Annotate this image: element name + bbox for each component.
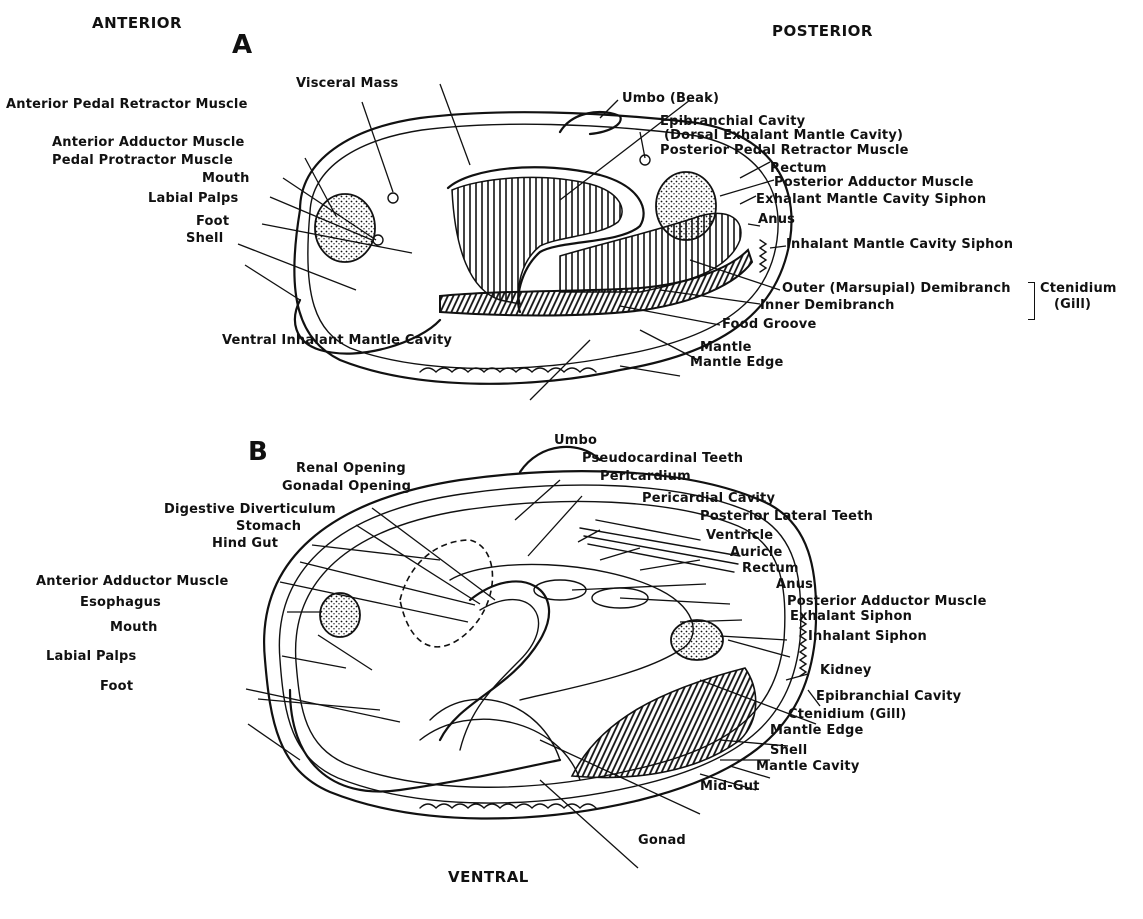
label-exhalant-siphon-a: Exhalant Mantle Cavity Siphon (756, 193, 986, 207)
label-anus-a: Anus (758, 213, 795, 227)
label-labial-palps-b: Labial Palps (46, 650, 136, 664)
siphon-fringe-a (760, 240, 766, 272)
label-mid-gut: Mid-Gut (700, 780, 760, 794)
label-epibranchial-cavity-b: Epibranchial Cavity (816, 690, 961, 704)
orientation-ventral: VENTRAL (448, 870, 529, 884)
label-inner-demibranch: Inner Demibranch (760, 299, 895, 313)
label-mantle-a: Mantle (700, 341, 752, 355)
label-mouth-a: Mouth (202, 172, 250, 186)
label-shell-b: Shell (770, 744, 807, 758)
label-gill-a: (Gill) (1054, 298, 1091, 312)
label-mantle-cavity: Mantle Cavity (756, 760, 860, 774)
label-pericardial-cavity: Pericardial Cavity (642, 492, 775, 506)
label-ctenidium-b: Ctenidium (Gill) (788, 708, 907, 722)
label-exhalant-siphon-b: Exhalant Siphon (790, 610, 912, 624)
label-rectum-b: Rectum (742, 562, 799, 576)
label-gonadal-opening: Gonadal Opening (282, 480, 411, 494)
label-visceral-mass: Visceral Mass (296, 77, 399, 91)
panel-a-letter: A (232, 38, 252, 52)
label-stomach: Stomach (236, 520, 301, 534)
label-epibranchial-cavity-a: Epibranchial Cavity (660, 115, 805, 129)
label-umbo-b: Umbo (554, 434, 597, 448)
label-anus-b: Anus (776, 578, 813, 592)
label-renal-opening: Renal Opening (296, 462, 406, 476)
label-kidney: Kidney (820, 664, 872, 678)
label-ctenidium-a: Ctenidium (1040, 282, 1117, 296)
label-hind-gut: Hind Gut (212, 537, 278, 551)
posterior-adductor-b (671, 620, 723, 660)
label-auricle: Auricle (730, 546, 783, 560)
label-anterior-adductor-a: Anterior Adductor Muscle (52, 136, 245, 150)
siphon-fringe-b (800, 620, 806, 676)
label-posterior-adductor-b: Posterior Adductor Muscle (787, 595, 987, 609)
label-posterior-pedal-retractor: Posterior Pedal Retractor Muscle (660, 144, 909, 158)
label-foot-b: Foot (100, 680, 133, 694)
anterior-adductor-b (320, 593, 360, 637)
mantle-edge-a (420, 368, 596, 372)
label-mouth-b: Mouth (110, 621, 158, 635)
label-foot-a: Foot (196, 215, 229, 229)
visceral-outline-b (450, 564, 693, 700)
label-anterior-adductor-b: Anterior Adductor Muscle (36, 575, 229, 589)
ctenidium-bracket (1028, 282, 1035, 320)
label-inhalant-siphon-a: Inhalant Mantle Cavity Siphon (786, 238, 1013, 252)
gut-loop-b1 (440, 581, 549, 740)
ctenidium-b (572, 668, 756, 778)
label-pericardium: Pericardium (600, 470, 691, 484)
label-ventral-inhalant: Ventral Inhalant Mantle Cavity (222, 334, 452, 348)
label-food-groove: Food Groove (722, 318, 816, 332)
label-pseudocardinal-teeth: Pseudocardinal Teeth (582, 452, 743, 466)
label-digestive-diverticulum: Digestive Diverticulum (164, 503, 336, 517)
label-mantle-edge-b: Mantle Edge (770, 724, 864, 738)
orientation-anterior: ANTERIOR (92, 16, 182, 30)
panel-b-letter: B (248, 445, 268, 459)
label-ventricle: Ventricle (706, 529, 773, 543)
label-labial-palps-a: Labial Palps (148, 192, 238, 206)
label-posterior-lateral-teeth: Posterior Lateral Teeth (700, 510, 873, 524)
label-shell-a: Shell (186, 232, 223, 246)
pedal-retractor-a (388, 193, 398, 203)
label-anterior-pedal-retractor: Anterior Pedal Retractor Muscle (6, 98, 248, 112)
label-pedal-protractor: Pedal Protractor Muscle (52, 154, 233, 168)
orientation-posterior: POSTERIOR (772, 24, 873, 38)
gut-loop-b3 (430, 699, 560, 760)
label-mantle-edge-a: Mantle Edge (690, 356, 784, 370)
label-rectum-a: Rectum (770, 162, 827, 176)
label-gonad: Gonad (638, 834, 686, 848)
label-umbo-beak: Umbo (Beak) (622, 92, 719, 106)
label-esophagus: Esophagus (80, 596, 161, 610)
mouth-a (373, 235, 383, 245)
label-dorsal-exhalant: (Dorsal Exhalant Mantle Cavity) (664, 129, 903, 143)
label-posterior-adductor-a: Posterior Adductor Muscle (774, 176, 974, 190)
label-outer-demibranch: Outer (Marsupial) Demibranch (782, 282, 1011, 296)
label-inhalant-siphon-b: Inhalant Siphon (808, 630, 927, 644)
posterior-adductor-a (656, 172, 716, 240)
